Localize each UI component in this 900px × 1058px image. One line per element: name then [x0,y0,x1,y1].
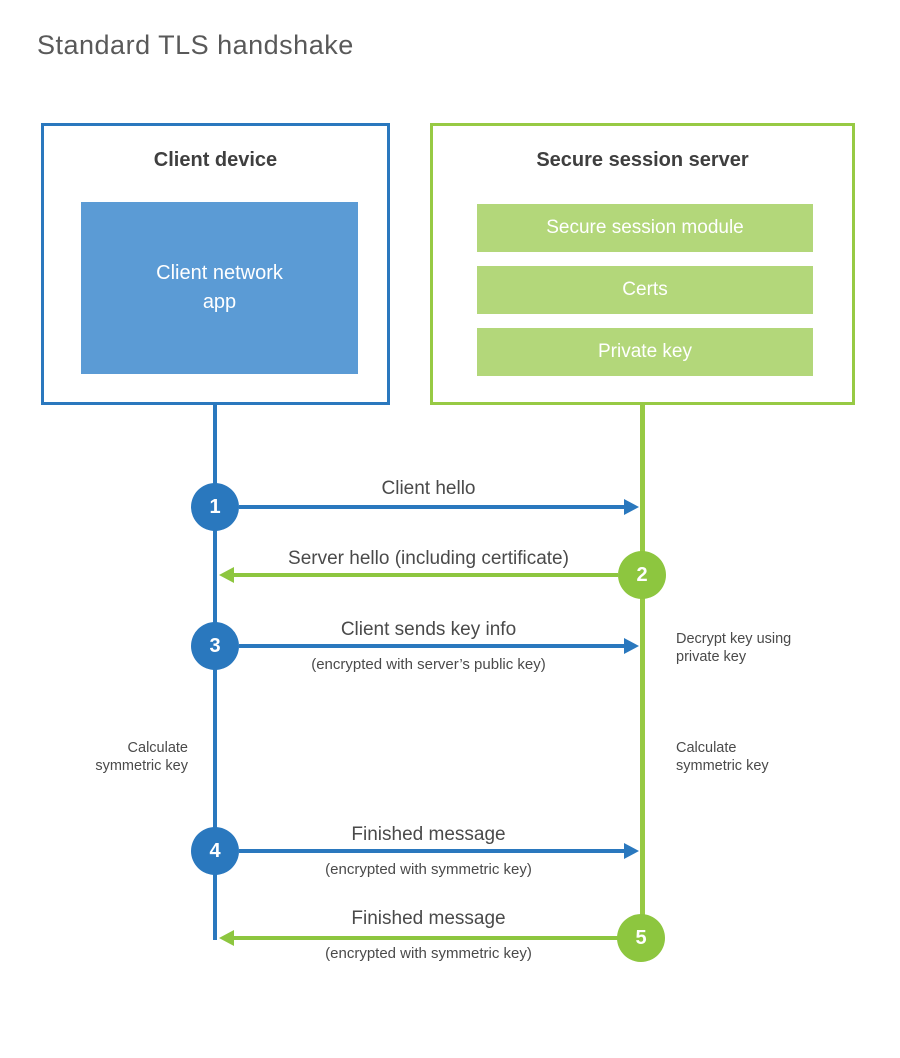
message-1-label: Client hello [381,478,476,499]
server-module-certs: Certs [477,266,813,314]
step-circle-4: 4 [191,827,239,875]
server-lifeline [640,405,645,938]
arrow-3-line [239,644,624,648]
arrow-2-line [234,573,618,577]
step-circle-2: 2 [618,551,666,599]
server-module-secure-session: Secure session module [477,204,813,252]
arrow-5-head-left-icon [219,930,234,946]
client-network-app-rect: Client network app [81,202,358,374]
arrow-1-head-right-icon [624,499,639,515]
message-2-label: Server hello (including certificate) [288,548,569,569]
step-circle-3: 3 [191,622,239,670]
note-calc-symmetric-left: Calculate symmetric key [95,740,188,774]
message-3-label: Client sends key info [340,619,517,640]
message-5-sublabel: (encrypted with symmetric key) [325,945,532,962]
arrow-2-head-left-icon [219,567,234,583]
client-network-app-label: Client network app [156,262,283,313]
arrow-4-line [239,849,624,853]
arrow-5-line [234,936,618,940]
page-title: Standard TLS handshake [37,30,354,60]
message-4-label: Finished message [351,824,506,845]
secure-session-server-box: Secure session server Secure session mod… [430,123,855,405]
arrow-1-line [239,505,624,509]
arrow-4-head-right-icon [624,843,639,859]
message-4-sublabel: (encrypted with symmetric key) [325,861,532,878]
note-decrypt-key: Decrypt key using private key [676,631,792,665]
client-device-box: Client device Client network app [41,123,390,405]
step-circle-1: 1 [191,483,239,531]
client-device-title: Client device [153,149,278,171]
secure-session-server-title: Secure session server [536,149,749,171]
message-3-sublabel: (encrypted with server’s public key) [311,656,546,673]
step-circle-5: 5 [617,914,665,962]
client-lifeline [213,405,217,940]
note-calc-symmetric-right: Calculate symmetric key [676,740,769,774]
message-5-label: Finished message [351,908,506,929]
arrow-3-head-right-icon [624,638,639,654]
server-module-private-key: Private key [477,328,813,376]
